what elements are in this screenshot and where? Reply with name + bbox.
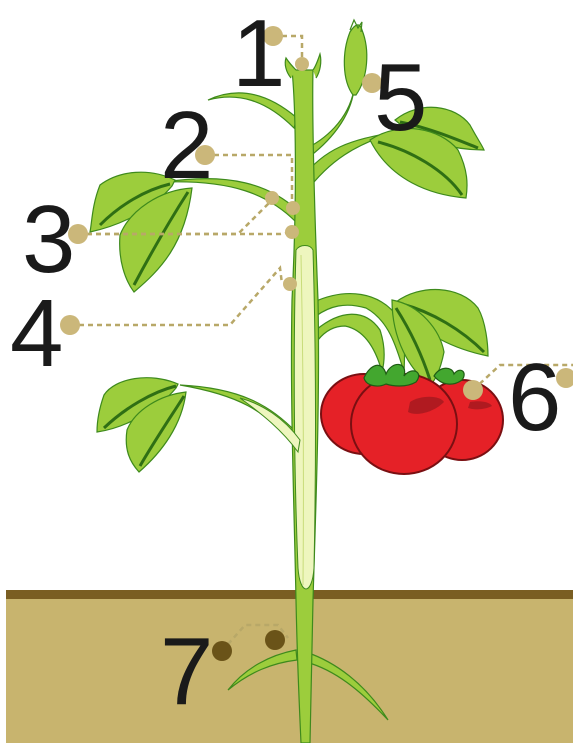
- leaf-branch-lower-left: [97, 378, 296, 472]
- label-6: 6: [508, 344, 561, 451]
- soil: [6, 590, 573, 743]
- label-2: 2: [160, 92, 213, 199]
- label-3: 3: [22, 186, 75, 293]
- label-1: 1: [232, 0, 285, 107]
- xylem-tissue: [294, 246, 315, 590]
- label-4: 4: [10, 280, 63, 387]
- label-7: 7: [160, 618, 213, 725]
- pointer-lines: [70, 36, 573, 651]
- label-5: 5: [374, 44, 427, 151]
